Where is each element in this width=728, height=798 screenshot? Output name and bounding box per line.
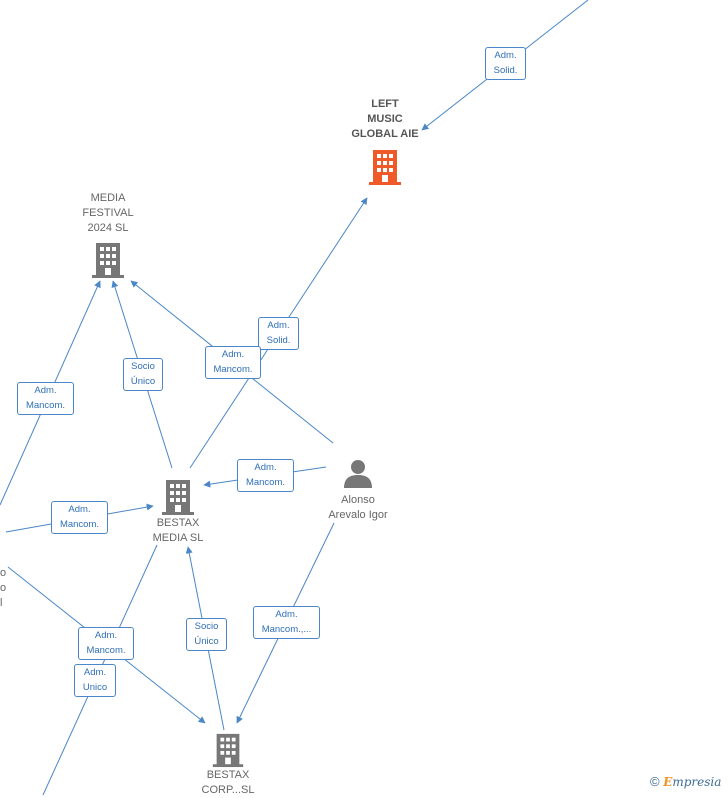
edge-label-adm-solid[interactable]: Adm. Solid.	[485, 47, 526, 80]
node-label: LEFT MUSIC GLOBAL AIE	[351, 98, 419, 140]
node-alonso-arevalo-igor[interactable]: Alonso Arevalo Igor	[313, 458, 403, 523]
building-icon	[212, 733, 244, 768]
edge-label-adm-mancom[interactable]: Adm. Mancom.	[51, 501, 108, 534]
person-icon	[344, 460, 372, 488]
edge-label-adm-mancom-multi[interactable]: Adm. Mancom.,...	[253, 606, 320, 639]
edge-label-adm-unico[interactable]: Adm. Unico	[74, 664, 116, 697]
node-bestax-media-sl[interactable]: BESTAX MEDIA SL	[128, 478, 228, 546]
edge-label-adm-mancom[interactable]: Adm. Mancom.	[17, 382, 74, 415]
edge-label-adm-solid[interactable]: Adm. Solid.	[258, 317, 299, 350]
node-label: BESTAX MEDIA SL	[152, 517, 204, 544]
node-label: MEDIA FESTIVAL 2024 SL	[82, 192, 134, 234]
building-icon	[92, 243, 124, 278]
building-icon	[162, 480, 194, 515]
edge-label-adm-mancom[interactable]: Adm. Mancom.	[237, 459, 294, 492]
node-label: Alonso Arevalo Igor	[328, 494, 388, 521]
node-bestax-corp-sl[interactable]: BESTAX CORP...SL	[178, 732, 278, 798]
copyright-notice: © Empresia	[650, 774, 721, 789]
node-left-music-global-aie[interactable]: LEFT MUSIC GLOBAL AIE	[335, 97, 435, 186]
edge-label-adm-mancom[interactable]: Adm. Mancom.	[205, 346, 261, 379]
edge-label-adm-mancom[interactable]: Adm. Mancom.	[78, 627, 134, 660]
brand-logo: Empresia	[663, 775, 722, 789]
partial-node-label: o o l	[0, 567, 7, 609]
edge-label-socio-unico[interactable]: Socio Único	[186, 618, 227, 651]
building-icon	[369, 150, 401, 185]
node-media-festival-2024-sl[interactable]: MEDIA FESTIVAL 2024 SL	[58, 191, 158, 279]
edge-label-socio-unico[interactable]: Socio Único	[123, 358, 163, 391]
node-label: BESTAX CORP...SL	[201, 769, 255, 796]
copyright-symbol: ©	[650, 774, 660, 789]
